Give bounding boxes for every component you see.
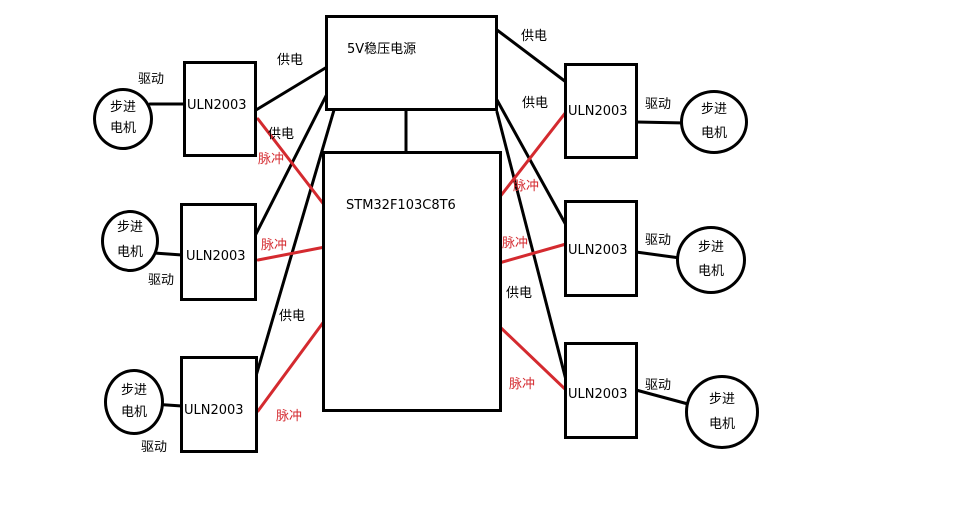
pulse-label-left-1: 脉冲 [258, 152, 285, 167]
driver-label: ULN2003 [568, 387, 628, 402]
driver-box-left-3: ULN2003 [180, 356, 258, 453]
pulse-line-left-2 [256, 245, 327, 262]
supply-label-right-1: 供电 [521, 29, 548, 44]
motor-label-line1: 步进 [700, 102, 727, 117]
drive-label-left-3: 驱动 [141, 440, 168, 455]
motor-label-line1: 步进 [708, 392, 735, 407]
motor-label-line2: 电机 [109, 121, 136, 136]
driver-box-right-2: ULN2003 [564, 200, 638, 297]
supply-label-left-1: 供电 [277, 53, 304, 68]
driver-label: ULN2003 [187, 98, 247, 113]
stepper-motor-right-1: 步进 电机 [680, 90, 748, 154]
mcu-box: STM32F103C8T6 [322, 151, 502, 412]
supply-line-left-3 [254, 108, 336, 378]
supply-line-left-1 [254, 65, 329, 112]
motor-label-line2: 电机 [116, 245, 143, 260]
pulse-label-right-1: 脉冲 [513, 179, 540, 194]
mcu-label: STM32F103C8T6 [346, 198, 456, 213]
driver-box-right-3: ULN2003 [564, 342, 638, 439]
motor-line-right-3 [634, 388, 690, 406]
supply-label-right-3: 供电 [506, 286, 533, 301]
power-supply-label: 5V稳压电源 [347, 42, 417, 57]
motor-line-left-2 [152, 251, 184, 257]
driver-label: ULN2003 [184, 403, 244, 418]
motor-line-right-2 [634, 250, 682, 260]
stepper-motor-left-2: 步进 电机 [101, 210, 159, 272]
pulse-label-right-3: 脉冲 [509, 377, 536, 392]
motor-label-line2: 电机 [120, 405, 147, 420]
pulse-line-right-1 [497, 110, 568, 200]
power-supply-box: 5V稳压电源 [325, 15, 498, 111]
stepper-motor-right-2: 步进 电机 [676, 226, 746, 294]
supply-label-left-3: 供电 [279, 309, 306, 324]
supply-line-right-3 [495, 110, 568, 382]
pulse-label-left-3: 脉冲 [276, 409, 303, 424]
stepper-motor-left-3: 步进 电机 [104, 369, 164, 435]
drive-label-right-1: 驱动 [645, 97, 672, 112]
supply-label-right-2: 供电 [522, 96, 549, 111]
stepper-motor-right-3: 步进 电机 [685, 375, 759, 449]
supply-line-right-2 [495, 98, 568, 227]
pulse-line-left-1 [256, 117, 327, 208]
motor-label-line1: 步进 [116, 220, 143, 235]
pulse-line-left-3 [256, 318, 327, 413]
driver-label: ULN2003 [186, 249, 246, 264]
stepper-motor-left-1: 步进 电机 [93, 88, 153, 150]
pulse-label-right-2: 脉冲 [502, 236, 529, 251]
driver-box-right-1: ULN2003 [564, 63, 638, 159]
drive-label-right-3: 驱动 [645, 378, 672, 393]
motor-label-line2: 电机 [708, 417, 735, 432]
drive-label-left-1: 驱动 [138, 72, 165, 87]
drive-label-left-2: 驱动 [148, 273, 175, 288]
motor-label-line1: 步进 [109, 100, 136, 115]
motor-line-right-1 [634, 120, 688, 125]
pulse-line-right-2 [497, 242, 568, 265]
driver-label: ULN2003 [568, 104, 628, 119]
drive-label-right-2: 驱动 [645, 233, 672, 248]
supply-label-left-2: 供电 [268, 127, 295, 142]
pulse-label-left-2: 脉冲 [261, 238, 288, 253]
supply-line-right-1 [495, 28, 568, 84]
motor-label-line1: 步进 [120, 383, 147, 398]
driver-label: ULN2003 [568, 243, 628, 258]
driver-box-left-1: ULN2003 [183, 61, 257, 157]
pulse-line-right-3 [497, 324, 568, 392]
motor-label-line1: 步进 [697, 240, 724, 255]
motor-label-line2: 电机 [700, 126, 727, 141]
motor-label-line2: 电机 [697, 264, 724, 279]
driver-box-left-2: ULN2003 [180, 203, 257, 301]
